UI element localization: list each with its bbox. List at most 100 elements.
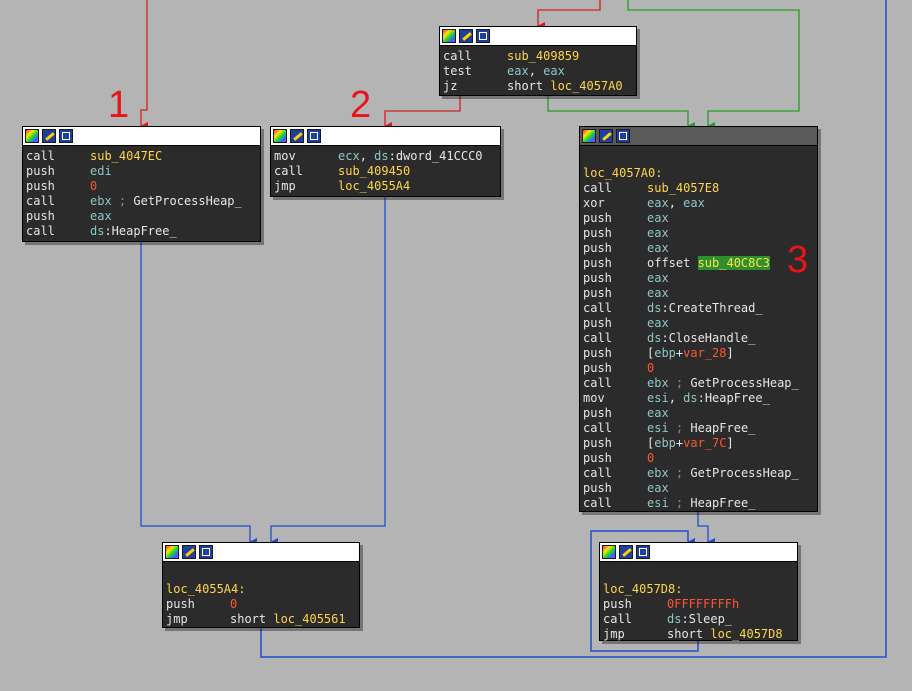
block-label[interactable]: loc_4055A4: (166, 582, 246, 596)
rename-pencil-icon[interactable] (619, 545, 633, 559)
annotation-2: 2 (350, 84, 372, 126)
operand: eax (543, 64, 565, 78)
instruction-line[interactable]: push[ebp+var_7C] (583, 436, 817, 451)
operand: var_28 (683, 346, 727, 360)
color-palette-icon[interactable] (165, 545, 179, 559)
operand[interactable]: sub_409859 (507, 49, 580, 63)
graph-overview-icon[interactable] (476, 29, 490, 43)
mnemonic: call (603, 612, 632, 626)
operand: ; (668, 496, 691, 510)
operand[interactable]: loc_4057A0 (550, 79, 623, 93)
mnemonic: call (583, 331, 612, 345)
edge-red-to-node2 (384, 96, 461, 130)
rename-pencil-icon[interactable] (459, 29, 473, 43)
color-palette-icon[interactable] (25, 129, 39, 143)
operand[interactable]: loc_4057D8 (710, 627, 783, 641)
color-palette-icon[interactable] (602, 545, 616, 559)
operand: :dword_41CCC0 (388, 149, 483, 163)
rename-pencil-icon[interactable] (599, 129, 613, 143)
graph-overview-icon[interactable] (636, 545, 650, 559)
mnemonic: push (583, 241, 612, 255)
graph-overview-icon[interactable] (307, 129, 321, 143)
operand[interactable]: loc_4055A4 (338, 179, 411, 193)
mnemonic: call (26, 194, 55, 208)
instruction-line[interactable]: push[ebp+var_28] (583, 346, 817, 361)
operand: ; (668, 421, 691, 435)
instruction-line[interactable]: call sub_4047EC (26, 149, 260, 164)
operand: , (668, 391, 684, 405)
operand[interactable]: loc_405561 (273, 612, 346, 626)
operand: ds (647, 331, 662, 345)
operand: ebp (654, 436, 676, 450)
mnemonic: push (166, 597, 195, 611)
mnemonic: push (583, 286, 612, 300)
graph-overview-icon[interactable] (59, 129, 73, 143)
mnemonic: jmp (603, 627, 625, 641)
color-palette-icon[interactable] (273, 129, 287, 143)
mnemonic: xor (583, 196, 605, 210)
block-label[interactable]: loc_4057A0: (583, 166, 663, 180)
color-palette-icon[interactable] (442, 29, 456, 43)
operand: ] (726, 436, 734, 450)
graph-overview-icon[interactable] (199, 545, 213, 559)
graph-overview-icon[interactable] (616, 129, 630, 143)
operand[interactable]: sub_40C8C3 (697, 256, 770, 270)
operand[interactable]: sub_4057E8 (647, 181, 720, 195)
operand: eax (507, 64, 529, 78)
mnemonic: push (583, 481, 612, 495)
rename-pencil-icon[interactable] (182, 545, 196, 559)
operand[interactable]: sub_409450 (338, 164, 411, 178)
mnemonic: call (26, 149, 55, 163)
edge-blue-loop-node5 (590, 530, 699, 652)
node-header (580, 127, 817, 146)
rename-pencil-icon[interactable] (42, 129, 56, 143)
operand[interactable]: sub_4047EC (90, 149, 163, 163)
color-palette-icon[interactable] (582, 129, 596, 143)
block-label[interactable]: loc_4057D8: (603, 582, 683, 596)
rename-pencil-icon[interactable] (290, 129, 304, 143)
